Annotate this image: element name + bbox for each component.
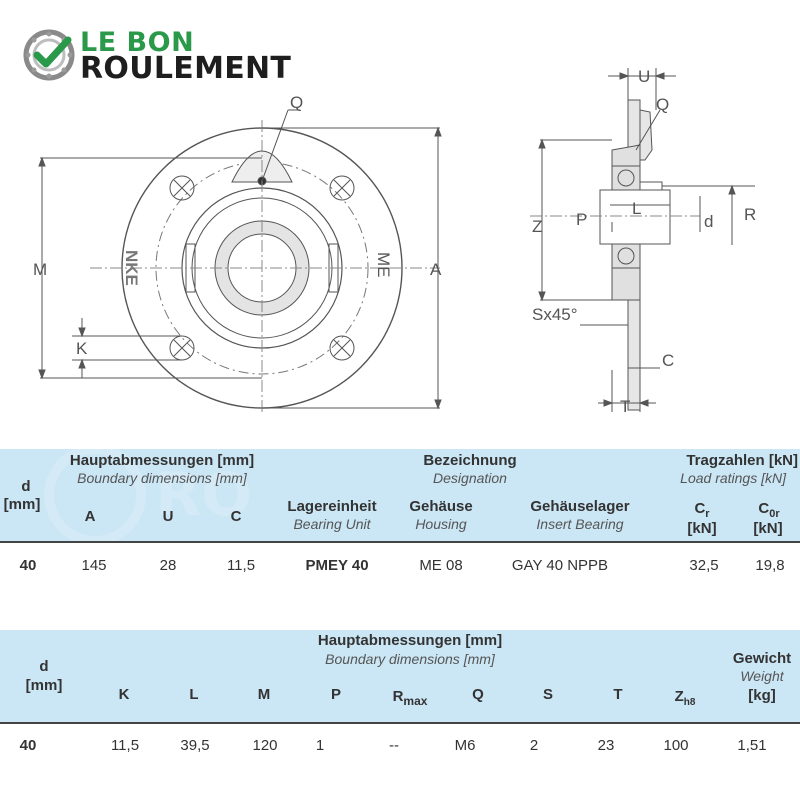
t1-ratings-en: Load ratings [kN]: [680, 470, 786, 486]
t2-row-weight: 1,51: [737, 737, 767, 754]
t1-row-unit: PMEY 40: [305, 557, 369, 574]
label-l: L: [632, 199, 641, 218]
t2-col-z-main: Z: [674, 688, 684, 705]
front-view: [38, 109, 442, 415]
t1-cr-header: Cr: [682, 500, 722, 523]
brand-logo: LE BON ROULEMENT: [22, 28, 302, 88]
t1-row-c0r: 19,8: [755, 557, 785, 574]
t1-c0r-unit: [kN]: [753, 520, 783, 537]
t1-col-a: A: [84, 508, 96, 525]
t1-ratings-de: Tragzahlen [kN]: [686, 452, 798, 469]
label-z: Z: [532, 217, 542, 236]
t2-col-r-main: R: [392, 688, 404, 705]
label-a: A: [430, 260, 442, 279]
t1-d-unit: [mm]: [3, 496, 41, 513]
t2-col-l: L: [189, 686, 199, 703]
t2-row-z: 100: [663, 737, 689, 754]
t1-dims-de: Hauptabmessungen [mm]: [69, 452, 255, 469]
label-k: K: [76, 339, 88, 358]
t2-col-q: Q: [472, 686, 484, 703]
t2-row-t: 23: [597, 737, 615, 754]
label-c: C: [662, 351, 674, 370]
t2-col-r-sub: max: [403, 694, 428, 708]
t1-cr-main: C: [694, 500, 706, 517]
t1-col-c: C: [230, 508, 242, 525]
t2-col-p: P: [330, 686, 341, 703]
label-p: P: [576, 210, 587, 229]
t1-row-d: 40: [19, 557, 37, 574]
t1-unit-en: Bearing Unit: [293, 516, 371, 532]
t2-col-z: Zh8: [660, 688, 710, 711]
t2-row-q: M6: [454, 737, 476, 754]
t1-row-a: 145: [81, 557, 107, 574]
technical-drawing: Q M A K ME NKE: [33, 67, 756, 416]
t2-row-m: 120: [252, 737, 278, 754]
table1-header-band: [0, 449, 800, 541]
t2-row-r: --: [389, 737, 399, 754]
t2-row-k: 11,5: [110, 737, 140, 754]
t1-unit-de: Lagereinheit: [287, 498, 377, 515]
label-u: U: [638, 67, 650, 86]
t2-row-l: 39,5: [180, 737, 210, 754]
t2-dims-en: Boundary dimensions [mm]: [325, 651, 495, 667]
logo-line1: LE BON: [80, 27, 195, 58]
logo-line2: ROULEMENT: [80, 51, 292, 86]
t2-weight-en: Weight: [740, 668, 784, 684]
t2-row-d: 40: [19, 737, 37, 754]
t1-c0r-main: C: [758, 500, 770, 517]
t1-insert-de: Gehäuselager: [530, 498, 630, 515]
t1-designation-en: Designation: [433, 470, 507, 486]
t1-designation-de: Bezeichnung: [423, 452, 517, 469]
t2-col-s: S: [542, 686, 553, 703]
t2-col-m: M: [257, 686, 271, 703]
t2-col-k: K: [118, 686, 130, 703]
t1-c0r-header: C0r: [746, 500, 792, 523]
label-m: M: [33, 260, 47, 279]
label-nke: NKE: [122, 250, 141, 286]
label-s45: Sx45°: [532, 305, 578, 324]
t1-row-cr: 32,5: [689, 557, 719, 574]
t1-housing-en: Housing: [415, 516, 467, 532]
side-view: [530, 68, 755, 412]
label-q-front: Q: [290, 93, 303, 112]
t2-rule: [0, 722, 800, 724]
t1-row-insert: GAY 40 NPPB: [511, 557, 609, 574]
t1-dims-en: Boundary dimensions [mm]: [77, 470, 247, 486]
label-me: ME: [374, 252, 393, 278]
t1-housing-de: Gehäuse: [409, 498, 473, 515]
t1-cr-sub: r: [705, 508, 710, 520]
t2-d-unit: [mm]: [25, 677, 63, 694]
t1-row-u: 28: [159, 557, 177, 574]
t2-row-s: 2: [529, 737, 539, 754]
bearing-check-icon: [23, 29, 75, 81]
t1-c0r-sub: 0r: [769, 508, 780, 520]
t1-row-c: 11,5: [226, 557, 256, 574]
t1-d-label: d: [21, 478, 31, 495]
label-q-side: Q: [656, 95, 669, 114]
t1-rule: [0, 541, 800, 543]
t2-dims-de: Hauptabmessungen [mm]: [317, 632, 503, 649]
t2-row-p: 1: [315, 737, 325, 754]
t1-insert-en: Insert Bearing: [536, 516, 624, 532]
t2-weight-de: Gewicht: [732, 650, 792, 667]
svg-text:RO: RO: [155, 460, 252, 530]
t2-weight-unit: [kg]: [748, 687, 776, 704]
t1-col-u: U: [162, 508, 174, 525]
t2-col-z-sub: h8: [683, 697, 696, 708]
t2-col-rmax: Rmax: [380, 688, 440, 710]
t1-row-housing: ME 08: [419, 557, 463, 574]
label-t: T: [620, 397, 630, 416]
table2-header-band: [0, 630, 800, 722]
label-r: R: [744, 205, 756, 224]
t2-d-label: d: [39, 658, 49, 675]
t2-col-t: T: [613, 686, 623, 703]
label-d: d: [704, 212, 713, 231]
t1-cr-unit: [kN]: [687, 520, 717, 537]
